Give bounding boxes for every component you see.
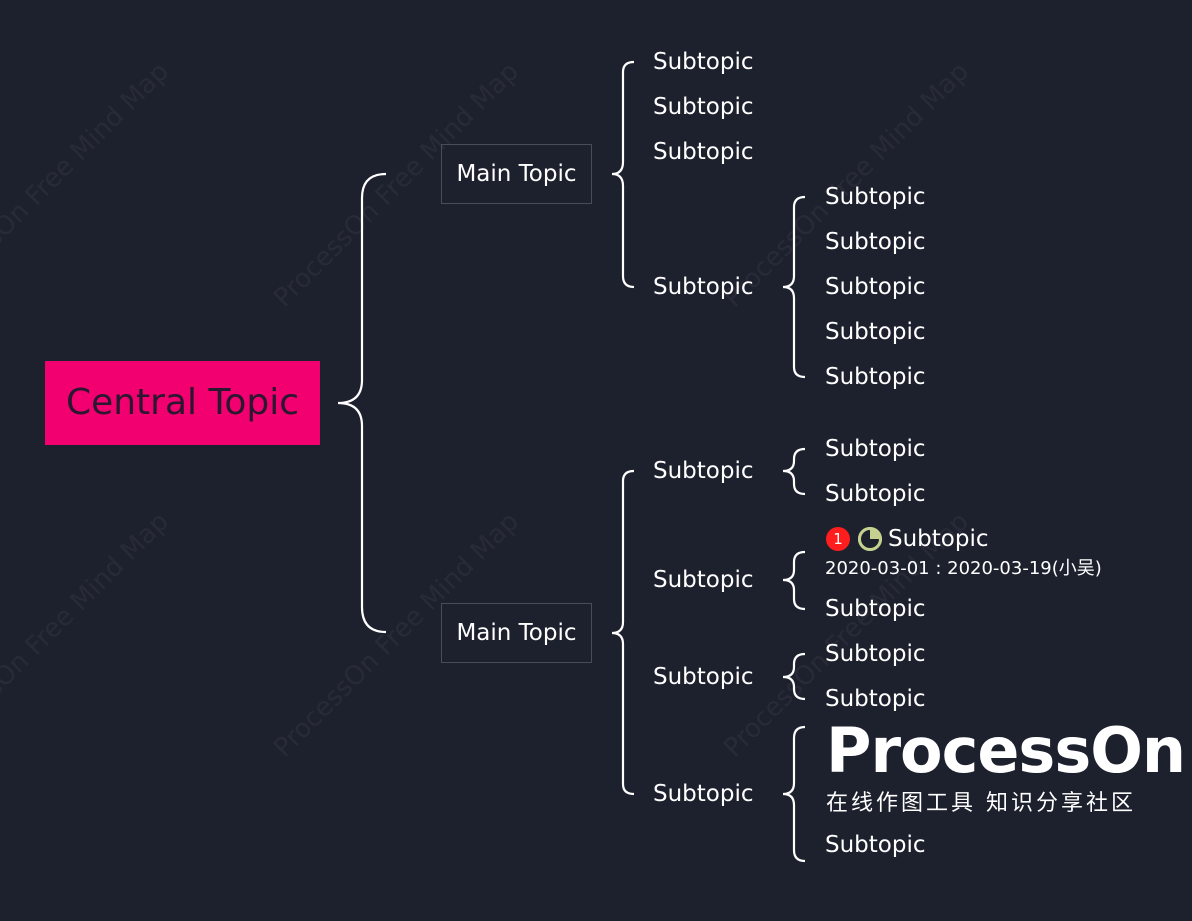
brace-sub-6 (782, 550, 806, 611)
subtopic[interactable]: Subtopic (653, 664, 754, 690)
main-topic[interactable]: Main Topic (441, 144, 592, 204)
progress-pie-shape (858, 527, 882, 551)
brace-sub-8 (782, 725, 806, 863)
subtopic[interactable]: Subtopic (825, 184, 926, 210)
subtopic[interactable]: Subtopic (653, 567, 754, 593)
subtopic[interactable]: Subtopic (653, 139, 754, 165)
subtopic[interactable]: Subtopic (825, 436, 926, 462)
progress-pie-icon (858, 527, 882, 551)
subtopic[interactable]: Subtopic (825, 641, 926, 667)
brace-central (337, 172, 387, 634)
brace-sub-7 (782, 652, 806, 701)
subtopic[interactable]: Subtopic (825, 686, 926, 712)
processon-slogan: 在线作图工具 知识分享社区 (826, 791, 1136, 816)
brace-main-1 (611, 60, 635, 289)
subtopic[interactable]: Subtopic (653, 274, 754, 300)
subtopic[interactable]: Subtopic (653, 49, 754, 75)
brace-main-2 (611, 469, 635, 796)
subtopic[interactable]: Subtopic (825, 319, 926, 345)
subtopic[interactable]: Subtopic (825, 274, 926, 300)
subtopic[interactable]: Subtopic (888, 526, 989, 552)
brace-sub-5 (782, 447, 806, 496)
date-range-note: 2020-03-01 : 2020-03-19(小吴) (825, 558, 1102, 579)
subtopic[interactable]: Subtopic (653, 94, 754, 120)
subtopic[interactable]: Subtopic (825, 481, 926, 507)
processon-logo: ProcessOn (826, 714, 1186, 787)
subtopic[interactable]: Subtopic (825, 364, 926, 390)
subtopic[interactable]: Subtopic (825, 229, 926, 255)
subtopic[interactable]: Subtopic (653, 458, 754, 484)
priority-1-icon: 1 (826, 527, 850, 551)
brace-sub-4 (782, 195, 806, 379)
subtopic[interactable]: Subtopic (653, 781, 754, 807)
subtopic[interactable]: Subtopic (825, 832, 926, 858)
main-topic[interactable]: Main Topic (441, 603, 592, 663)
central-topic[interactable]: Central Topic (45, 361, 320, 445)
subtopic[interactable]: Subtopic (825, 596, 926, 622)
